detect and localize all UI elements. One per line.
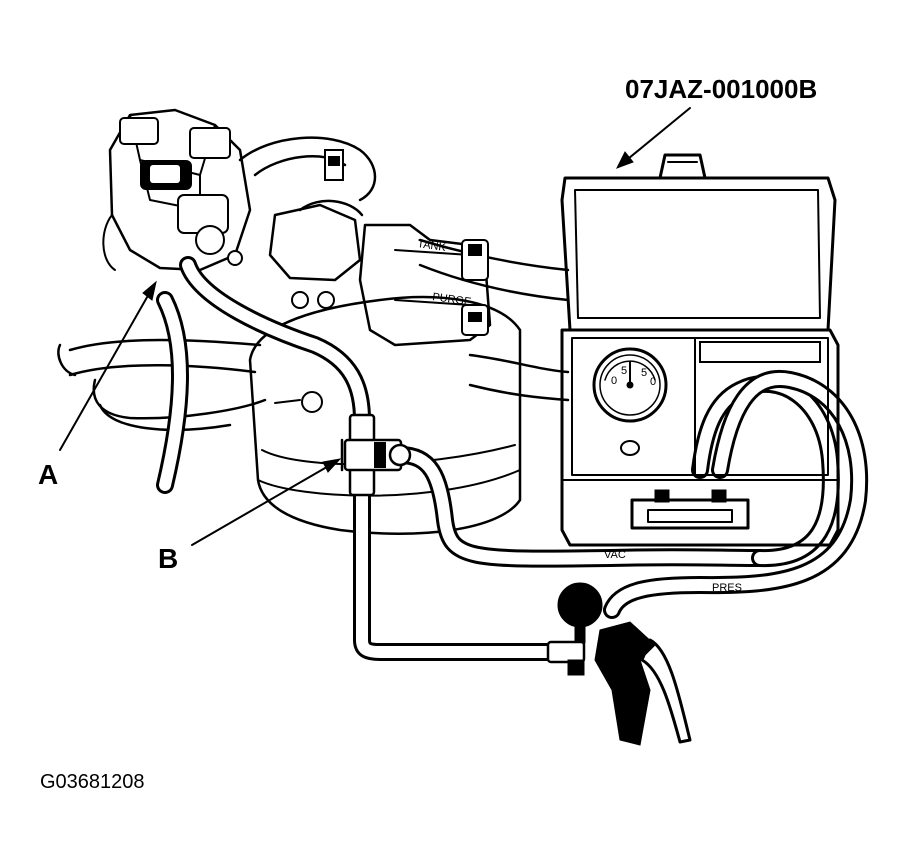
vacuum-pressure-tester: 0 5 5 0 (560, 153, 840, 547)
callout-a: A (38, 459, 58, 490)
svg-text:0: 0 (611, 375, 617, 387)
canister-assembly (57, 108, 570, 535)
svg-text:5: 5 (621, 365, 627, 377)
hose-network (156, 256, 869, 661)
callout-leaders (59, 107, 691, 546)
purge-port-label: PURGE (432, 291, 472, 308)
tank-port-label: TANK (417, 238, 448, 254)
svg-text:0: 0 (650, 376, 656, 388)
tool-number-label: 07JAZ-001000B (625, 74, 817, 104)
hand-vacuum-pump (546, 582, 692, 746)
vac-hose-label: VAC (604, 549, 626, 561)
figure-id: G03681208 (40, 771, 145, 793)
svg-text:5: 5 (641, 367, 647, 379)
pres-hose-label: PRES (712, 582, 742, 594)
callout-b: B (158, 543, 178, 574)
